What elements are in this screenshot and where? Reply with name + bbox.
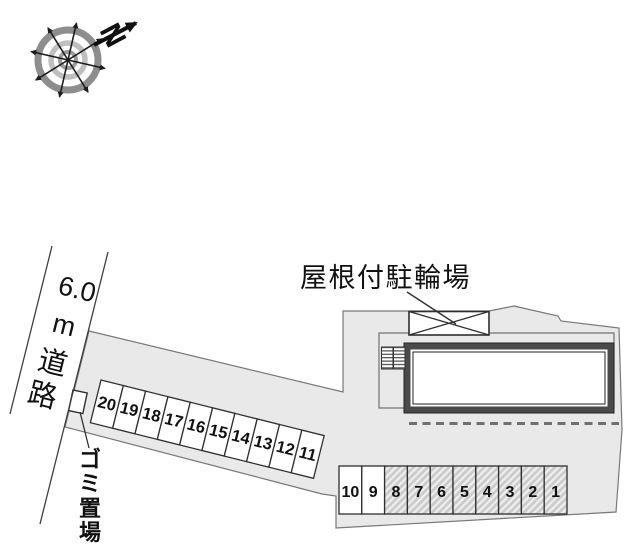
parking-space-number: 12 [274, 438, 296, 460]
svg-text:路: 路 [24, 376, 60, 415]
parking-space-number: 13 [252, 432, 274, 454]
svg-text:ミ: ミ [79, 471, 101, 496]
parking-space-number: 17 [163, 410, 185, 432]
parking-space-cell [543, 465, 568, 515]
parking-space-cell [290, 429, 325, 480]
svg-text:道: 道 [35, 343, 71, 382]
parking-space-number: 6 [437, 484, 446, 501]
parking-space-number: 11 [297, 443, 318, 465]
parking-space-number: 9 [369, 484, 378, 501]
road [9, 245, 109, 525]
bicycle-parking-label: 屋根付駐輪場 [300, 263, 471, 293]
parking-space-number: 10 [342, 484, 360, 501]
parking-space-number: 8 [392, 484, 401, 501]
svg-text:ゴ: ゴ [79, 447, 101, 472]
bicycle-parking-leader-line [406, 291, 457, 325]
bicycle-parking-structure [408, 310, 490, 336]
svg-text:6.0: 6.0 [55, 270, 99, 308]
parking-space-number: 2 [528, 484, 537, 501]
stairs-icon [381, 346, 406, 370]
svg-text:m: m [50, 308, 79, 343]
parking-space-number: 3 [506, 484, 515, 501]
garbage-leader-line [79, 411, 90, 449]
svg-text:置: 置 [79, 496, 101, 521]
parking-space-number: 15 [207, 421, 229, 443]
parking-space-number: 18 [140, 404, 162, 426]
parking-space-number: 1 [551, 484, 560, 501]
north-arrow [93, 21, 138, 47]
parking-space-number: 14 [230, 427, 253, 449]
parking-space-number: 7 [414, 484, 423, 501]
parking-space-number: 20 [96, 393, 118, 415]
compass-icon: N [30, 18, 138, 98]
parking-space-number: 4 [483, 484, 492, 501]
parking-space-number: 19 [118, 399, 140, 421]
garbage-label: ゴ ミ 置 場 [79, 447, 101, 545]
parking-space-number: 16 [185, 415, 207, 437]
parking-space-number: 5 [460, 484, 469, 501]
building [403, 342, 615, 414]
svg-text:場: 場 [79, 520, 101, 545]
